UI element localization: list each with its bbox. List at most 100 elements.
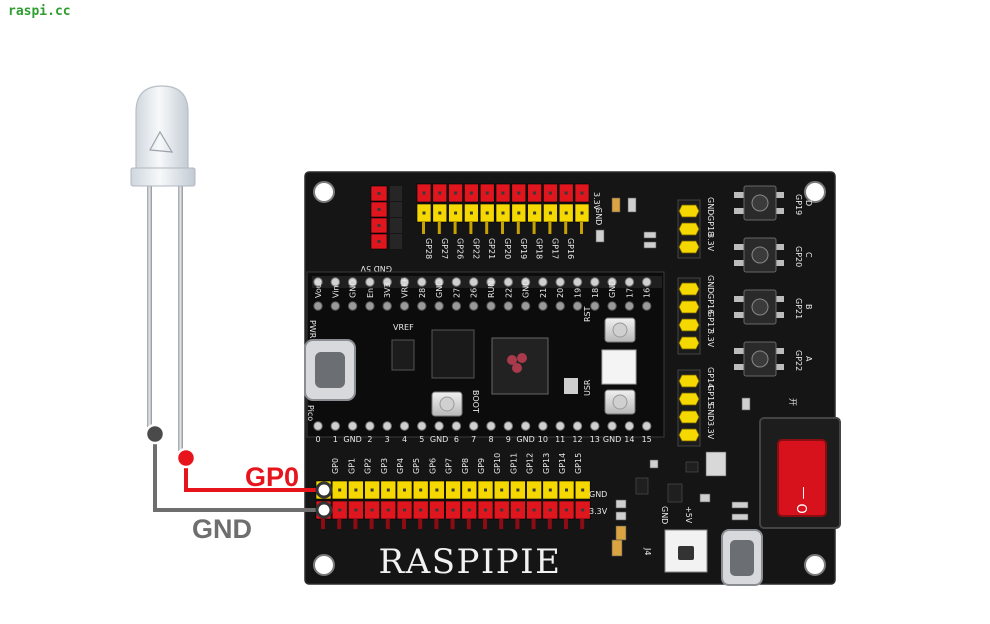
led-cathode-terminal <box>144 423 166 445</box>
pico-pad-bottom <box>590 421 600 431</box>
pico-bottom-pin-label: GND <box>343 435 361 444</box>
header-pin-post <box>377 208 381 211</box>
power-switch[interactable]: O — 开 <box>759 398 841 529</box>
pico-pad-top <box>520 277 531 287</box>
right-header-pin-label: GP17 <box>706 311 715 332</box>
boot-label: BOOT <box>471 390 480 413</box>
board-brand: RASPIPIE <box>379 542 562 582</box>
pico-bottom-pin-label: GND <box>430 435 448 444</box>
header-pin-post <box>467 488 471 492</box>
header-pin-leg <box>501 222 504 234</box>
pico-castellation-top <box>503 301 513 311</box>
pico-bottom-pin-label: 14 <box>624 435 634 444</box>
smd-part <box>615 525 627 541</box>
right-header-pin <box>678 240 700 254</box>
header-pin-post <box>516 488 520 492</box>
smd-part <box>667 483 683 503</box>
header-pin-leg <box>422 222 425 234</box>
pico-pad-bottom <box>399 421 410 431</box>
header-pin-leg <box>434 519 439 529</box>
led-leg-cathode <box>147 185 152 435</box>
pico-bottom-pin-row <box>313 421 652 431</box>
tact-button-cap[interactable] <box>751 350 769 368</box>
header-pin-post <box>564 211 568 215</box>
right-header-pin <box>678 300 700 314</box>
header-pin-post <box>580 211 584 215</box>
bottom-header-pin-label: GP12 <box>526 453 535 474</box>
usr-button-cap[interactable] <box>612 394 628 410</box>
top-header-pin-label: GP26 <box>456 238 465 259</box>
pico-bottom-pin-label: 9 <box>506 435 511 444</box>
bottom-header-gnd-label: GND <box>589 490 607 499</box>
pico-top-pin-label: 16 <box>643 288 652 298</box>
header-pin-post <box>370 488 374 492</box>
header-pin-leg <box>564 222 568 234</box>
pico-castellation-top <box>555 301 565 311</box>
header-pin-post <box>419 508 423 512</box>
header-pin-post <box>501 191 505 195</box>
right-header-pin-label: GP15 <box>706 385 715 406</box>
bottom-header-pin-label: GP0 <box>331 458 340 474</box>
rst-label: RST <box>583 306 592 322</box>
gnd-power-label: GND <box>660 506 669 524</box>
pico-pad-top <box>590 277 600 287</box>
tact-button-pin-label: GP22 <box>794 350 803 371</box>
top-header-gnd-label: GND <box>594 207 603 225</box>
pico-castellation-top <box>538 301 548 311</box>
led-anode-terminal <box>175 447 197 469</box>
tact-button-cap[interactable] <box>751 194 769 212</box>
header-pin-post <box>500 508 504 512</box>
pico-pad-bottom <box>365 421 375 431</box>
j4-label: J4 <box>643 547 652 555</box>
pico-pad-bottom <box>555 421 565 431</box>
top-header-power-label: 3.3V <box>592 192 601 211</box>
pico-bottom-pin-label: 13 <box>590 435 600 444</box>
pico-castellation-top <box>417 301 427 311</box>
pico-castellation-top <box>590 301 600 311</box>
header-pin-post <box>580 191 584 195</box>
switch-rocker[interactable] <box>777 439 827 517</box>
header-pin-post <box>517 191 521 195</box>
pico-bottom-pin-label: GND <box>603 435 621 444</box>
header-pin-leg <box>337 519 342 529</box>
pico-pad-top <box>486 277 496 287</box>
5v-power-label: +5V <box>684 506 693 524</box>
bottom-header-pin-label: GP15 <box>574 453 583 474</box>
led-leg-anode <box>178 185 183 451</box>
pico-bottom-pin-label: 15 <box>642 435 652 444</box>
pico-bottom-pin-label: 7 <box>471 435 476 444</box>
boot-button-cap[interactable] <box>439 396 455 412</box>
rst-button-cap[interactable] <box>612 322 628 338</box>
pico-top-pin-label: 26 <box>470 288 479 298</box>
pico-pad-top <box>399 277 410 287</box>
header-pin-leg <box>532 222 536 234</box>
pico-pad-bottom <box>607 421 617 431</box>
watermark-text: raspi.cc <box>8 4 71 19</box>
header-pin-post <box>532 488 536 492</box>
header-pin-post <box>581 508 585 512</box>
right-header-housing <box>677 369 701 447</box>
top-pin-header <box>416 183 590 234</box>
pico-top-pin-label: GND <box>608 280 617 298</box>
pico-pad-top <box>555 277 565 287</box>
mount-hole <box>313 554 335 576</box>
smd-components <box>595 197 751 557</box>
left-pin-header <box>370 185 402 250</box>
pico-castellation-top <box>434 301 444 311</box>
tact-button-cap[interactable] <box>751 246 769 264</box>
header-pin-leg <box>548 222 552 234</box>
tact-button-cap[interactable] <box>751 298 769 316</box>
header-pin-leg <box>402 519 406 529</box>
pico-bottom-pin-label: 3 <box>385 435 390 444</box>
mount-hole <box>313 181 335 203</box>
pico-castellation-top <box>624 301 635 311</box>
power-input-area: J4 GND +5V <box>643 506 763 586</box>
pico-bottom-pin-label: GND <box>516 435 534 444</box>
right-header-pin-label: GND <box>706 403 715 421</box>
header-pin-post <box>419 488 423 492</box>
